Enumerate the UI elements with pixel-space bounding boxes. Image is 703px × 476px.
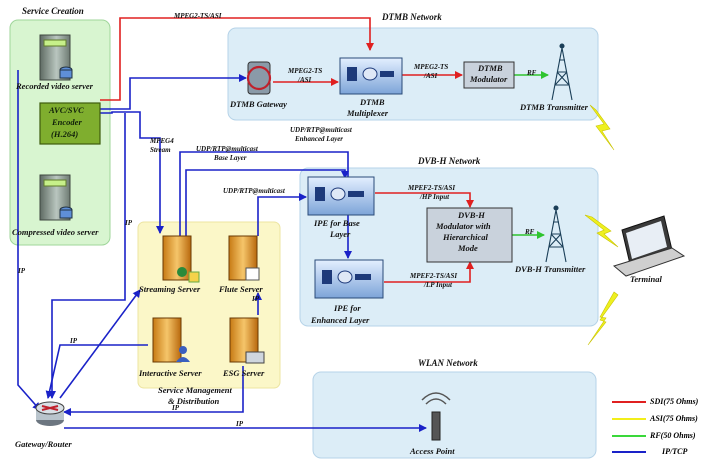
link-ip-esg: IP bbox=[172, 404, 179, 412]
link-mpeg2-ts-asi-top: MPEG2-TS/ASI bbox=[174, 12, 222, 20]
dtmb-mux-label-1: DTMB bbox=[360, 97, 385, 107]
sdi-encoder-to-mux bbox=[100, 17, 374, 101]
ip-encoder-to-gateway bbox=[100, 74, 247, 110]
ipe-base-label-1: IPE for Base bbox=[314, 218, 360, 228]
ipe-enh-label-2: Enhanced Layer bbox=[311, 315, 370, 325]
gateway-router-icon[interactable] bbox=[35, 401, 65, 426]
link-lp-1: MPEF2-TS/ASI bbox=[410, 272, 458, 280]
dtmb-gateway-label: DTMB Gateway bbox=[230, 99, 287, 109]
udp-base bbox=[185, 169, 349, 236]
mpeg4-stream bbox=[100, 111, 164, 234]
ipe-base-label-2: Layer bbox=[330, 229, 351, 239]
wireless-bolt-dtmb bbox=[589, 104, 615, 151]
terminal-laptop-icon[interactable] bbox=[612, 215, 686, 277]
dtmb-multiplexer-box[interactable] bbox=[339, 57, 403, 95]
link-rf-dvbh: RF bbox=[525, 228, 535, 236]
dtmb-transmitter-label: DTMB Transmitter bbox=[520, 102, 588, 112]
encoder-label-2: Encoder bbox=[52, 117, 82, 127]
dtmb-gateway-icon[interactable] bbox=[246, 61, 272, 95]
link-udp-base-1: UDP/RTP@multicast bbox=[196, 145, 258, 153]
access-point-icon[interactable] bbox=[421, 392, 451, 441]
link-ip-interactive: IP bbox=[70, 337, 77, 345]
link-mpeg4-1: MPEG4 bbox=[150, 137, 174, 145]
service-mgmt-title-line2: & Distribution bbox=[168, 396, 220, 406]
wireless-bolt-wlan bbox=[587, 291, 619, 346]
ip-encoder-to-router bbox=[48, 113, 126, 399]
legend-sdi-label: SDI(75 Ohms) bbox=[650, 397, 699, 406]
avc-svc-encoder-box[interactable] bbox=[39, 102, 101, 145]
link-hp-2: /HP Input bbox=[420, 193, 450, 201]
link-udp-base-2: Base Layer bbox=[214, 154, 247, 162]
flute-server-label: Flute Server bbox=[219, 284, 263, 294]
ipe-enhanced-layer-box[interactable] bbox=[314, 259, 384, 299]
link-lp-2: /LP Input bbox=[424, 281, 452, 289]
recorded-server-label: Recorded video server bbox=[16, 81, 93, 91]
encoder-label-3: (H.264) bbox=[51, 129, 79, 139]
dvbh-mod-label-4: Mode bbox=[458, 243, 478, 253]
compressed-video-server-icon[interactable] bbox=[39, 174, 73, 221]
dtmb-transmitter-tower-icon[interactable] bbox=[551, 43, 573, 101]
ipe-enh-label-1: IPE for bbox=[334, 303, 361, 313]
dvbh-transmitter-label: DVB-H Transmitter bbox=[515, 264, 586, 274]
dtmb-modulator-label-2: Modulator bbox=[470, 74, 508, 84]
link-rf-dtmb: RF bbox=[527, 69, 537, 77]
legend-asi-label: ASI(75 Ohms) bbox=[650, 414, 698, 423]
link-mux-mod-2: /ASI bbox=[424, 72, 438, 80]
sdi-hp-input bbox=[375, 192, 474, 208]
ipe-base-layer-box[interactable] bbox=[307, 176, 375, 216]
esg-server-label: ESG Server bbox=[223, 368, 265, 378]
wlan-network-title: WLAN Network bbox=[418, 358, 478, 368]
service-mgmt-title-line1: Service Management bbox=[158, 385, 232, 395]
legend-ip-label: IP/TCP bbox=[662, 447, 688, 456]
dvbh-transmitter-tower-icon[interactable] bbox=[545, 205, 567, 263]
dtmb-modulator-box[interactable] bbox=[463, 61, 515, 89]
dvbh-modulator-box[interactable] bbox=[426, 207, 513, 263]
link-gw-mux-1: MPEG2-TS bbox=[288, 67, 323, 75]
dvbh-mod-label-3: Hierarchical bbox=[443, 232, 488, 242]
link-mpeg4-2: Stream bbox=[150, 146, 171, 154]
ip-router-to-streaming bbox=[59, 289, 141, 399]
dvbh-mod-label-1: DVB-H bbox=[458, 210, 485, 220]
dvbh-network-title: DVB-H Network bbox=[418, 156, 481, 166]
dtmb-modulator-label-1: DTMB bbox=[478, 63, 503, 73]
link-ip-wlan: IP bbox=[236, 420, 243, 428]
link-hp-1: MPEF2-TS/ASI bbox=[408, 184, 456, 192]
service-creation-title: Service Creation bbox=[22, 6, 84, 16]
link-ip-encoder: IP bbox=[125, 219, 132, 227]
esg-server-icon[interactable] bbox=[229, 317, 265, 364]
streaming-server-label: Streaming Server bbox=[139, 284, 201, 294]
wlan-network-group bbox=[312, 371, 597, 459]
link-ip-flute: IP bbox=[252, 295, 259, 303]
encoder-label-1: AVC/SVC bbox=[49, 105, 84, 115]
interactive-server-label: Interactive Server bbox=[139, 368, 202, 378]
dtmb-network-group bbox=[227, 27, 599, 121]
gateway-router-label: Gateway/Router bbox=[15, 439, 72, 449]
interactive-server-icon[interactable] bbox=[152, 317, 190, 363]
ip-esg bbox=[63, 366, 244, 416]
legend-rf-label: RF(50 Ohms) bbox=[650, 431, 696, 440]
flute-server-icon[interactable] bbox=[228, 235, 260, 281]
link-udp-enh-2: Enhanced Layer bbox=[295, 135, 344, 143]
link-ip-left: IP bbox=[18, 267, 25, 275]
compressed-server-label: Compressed video server bbox=[12, 227, 99, 237]
link-udp-enh-1: UDP/RTP@multicast bbox=[290, 126, 352, 134]
streaming-server-icon[interactable] bbox=[162, 235, 200, 283]
dtmb-mux-label-2: Multiplexer bbox=[347, 108, 389, 118]
ip-left-vertical bbox=[17, 70, 41, 411]
link-udp-multicast: UDP/RTP@multicast bbox=[223, 187, 285, 195]
access-point-label: Access Point bbox=[410, 446, 455, 456]
link-gw-mux-2: /ASI bbox=[298, 76, 312, 84]
recorded-video-server-icon[interactable] bbox=[39, 34, 73, 81]
ip-interactive bbox=[45, 344, 148, 399]
link-mux-mod-1: MPEG2-TS bbox=[414, 63, 449, 71]
udp-multicast bbox=[257, 193, 307, 236]
terminal-label: Terminal bbox=[630, 274, 662, 284]
wireless-bolt-dvbh bbox=[584, 214, 619, 248]
dvbh-mod-label-2: Modulator with bbox=[436, 221, 491, 231]
dtmb-network-title: DTMB Network bbox=[382, 12, 442, 22]
sdi-lp-input bbox=[384, 261, 474, 283]
